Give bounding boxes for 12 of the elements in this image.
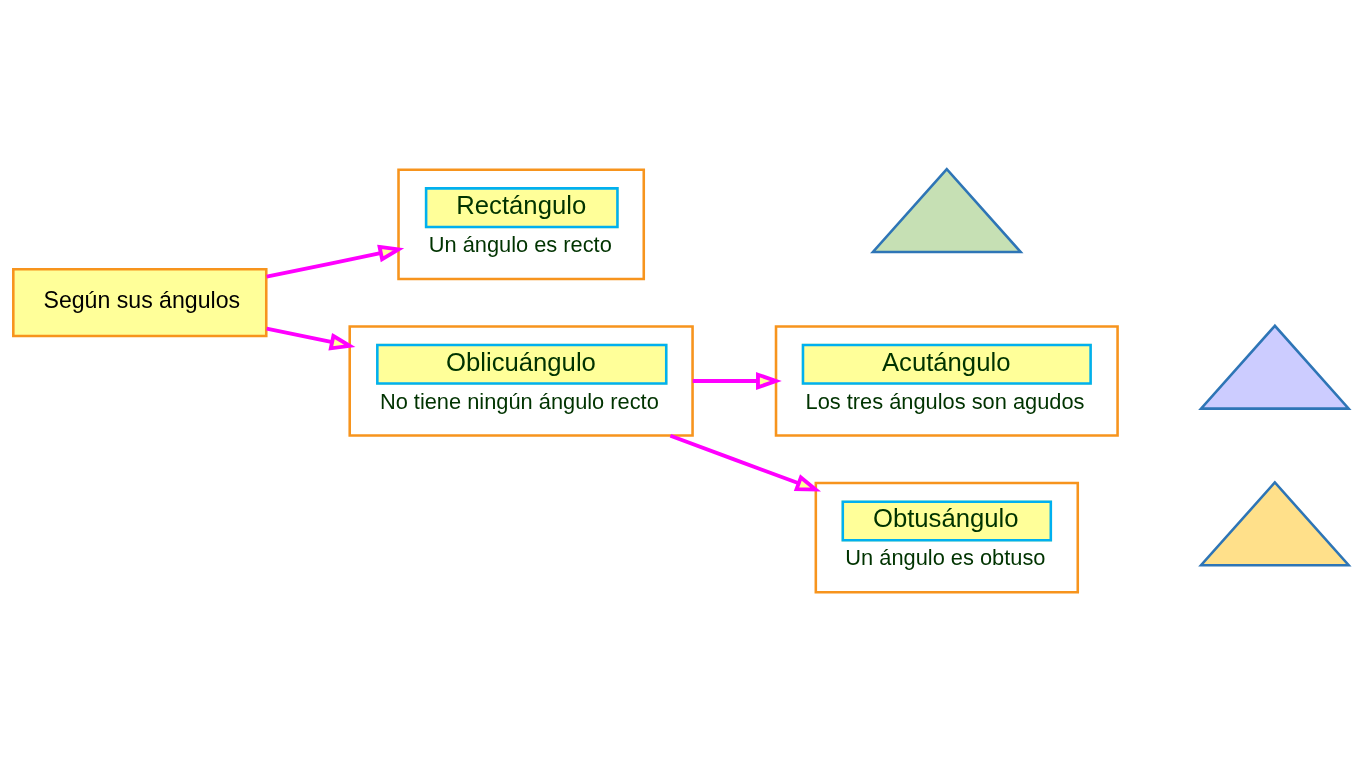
node-picture <box>1198 480 1352 567</box>
node-box: Acutángulo Los tres ángulos son agudos <box>774 325 1119 437</box>
node-box: Obtusángulo Un ángulo es obtuso <box>814 481 1080 594</box>
node-box: Según sus ángulos <box>12 268 268 338</box>
node-box: Rectángulo Un ángulo es recto <box>397 168 646 281</box>
arrow <box>692 372 782 390</box>
arrow <box>266 244 405 279</box>
node-picture <box>870 167 1024 254</box>
arrow <box>266 326 356 351</box>
node-picture <box>1198 323 1352 410</box>
arrow <box>669 434 822 492</box>
node-box: Oblicuángulo No tiene ningún ángulo recto <box>348 325 694 437</box>
